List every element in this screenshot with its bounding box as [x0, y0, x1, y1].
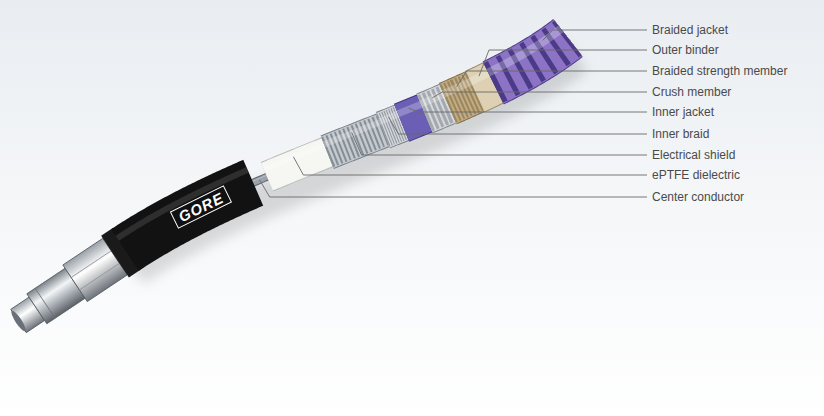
crush-member: [425, 38, 568, 113]
part-label: Inner jacket: [652, 105, 714, 119]
part-label: Crush member: [652, 85, 731, 99]
nut-edge: [80, 263, 120, 290]
inner-braid-edge: [383, 38, 568, 130]
inner-braid-texture: [383, 38, 568, 130]
connector-groove: [35, 288, 55, 318]
outer-binder: [475, 38, 568, 92]
connector: [2, 228, 140, 343]
leader-line: [432, 92, 647, 98]
leader-line: [457, 71, 647, 87]
crush-member-texture: [425, 38, 568, 113]
leader-line: [260, 180, 647, 197]
brand-logo: GORE: [170, 185, 232, 229]
leader-line: [409, 108, 647, 112]
inner-braid: [383, 38, 568, 130]
boot-highlight: [117, 170, 247, 238]
leader-line: [479, 50, 647, 76]
leader-lines: [260, 30, 647, 197]
boot: [125, 183, 253, 250]
inner-jacket-edge: [402, 38, 568, 123]
inner-jacket: [402, 38, 568, 123]
outer-binder-edge: [475, 38, 568, 92]
connector-face: [9, 309, 27, 332]
leader-line: [293, 157, 647, 175]
part-label: Outer binder: [652, 43, 719, 57]
leader-line: [388, 117, 647, 134]
braided-jacket-highlight: [488, 29, 561, 73]
leader-line: [543, 30, 647, 40]
leader-line: [352, 132, 647, 155]
part-label: Electrical shield: [652, 148, 735, 162]
part-label: Braided jacket: [652, 23, 728, 37]
part-label: Inner braid: [652, 127, 709, 141]
crush-member-edge: [425, 38, 568, 113]
nut-edge: [71, 251, 111, 278]
cable-layers: [117, 29, 568, 250]
part-label: Center conductor: [652, 190, 744, 204]
part-label: ePTFE dielectric: [652, 168, 740, 182]
part-label: Braided strength member: [652, 64, 787, 78]
